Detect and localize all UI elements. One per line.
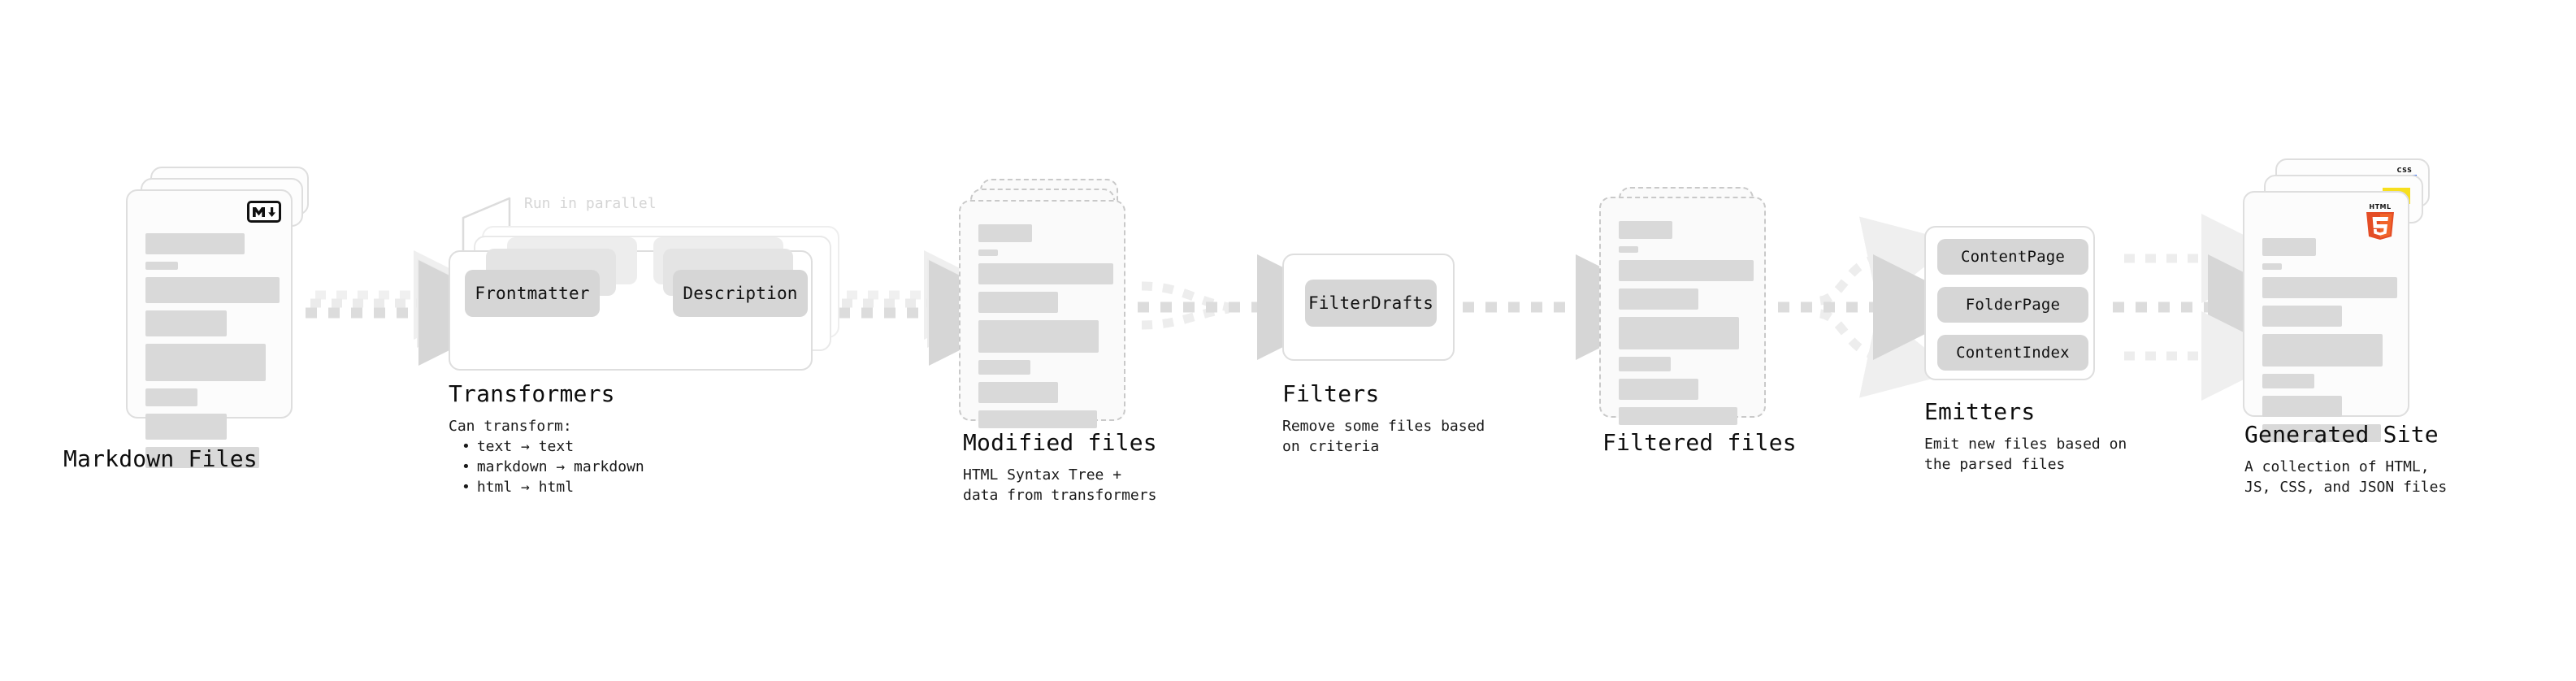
transformer-chip-description[interactable]: Description — [673, 270, 808, 317]
arrow-markdown-to-transformers — [306, 250, 524, 366]
content-bar — [978, 249, 998, 256]
markdown-card-front — [126, 189, 293, 468]
filtered-card-content — [1619, 221, 1754, 432]
content-bar — [978, 410, 1097, 428]
generated-card-content — [2262, 238, 2397, 449]
markdown-badge — [247, 201, 281, 223]
transformers-transform-list: text → text markdown → markdown html → h… — [462, 436, 644, 497]
emitter-chip-contentindex[interactable]: ContentIndex — [1937, 335, 2088, 371]
content-bar — [145, 262, 178, 270]
markdown-files-title: Markdown Files — [63, 445, 258, 472]
generated-site-description: A collection of HTML, JS, CSS, and JSON … — [2244, 458, 2448, 496]
content-bar — [145, 414, 227, 440]
emitters-title: Emitters — [1924, 398, 2036, 425]
modified-card-front — [959, 200, 1125, 428]
emitter-chip-folderpage[interactable]: FolderPage — [1937, 287, 2088, 323]
emitters-description: Emit new files based on the parsed files — [1924, 436, 2127, 473]
modified-card-content — [978, 224, 1113, 436]
content-bar — [1619, 407, 1737, 425]
filter-chip-filterdrafts[interactable]: FilterDrafts — [1305, 280, 1437, 327]
content-bar — [978, 263, 1113, 284]
content-bar — [145, 277, 280, 303]
transformers-title: Transformers — [449, 380, 615, 407]
content-bar — [145, 447, 259, 468]
css-badge-label: CSS — [2396, 167, 2413, 174]
modified-files-card-stack — [959, 179, 1154, 428]
arrow-modified-to-filters — [1138, 254, 1363, 360]
content-bar — [2262, 238, 2316, 256]
filters-description: Remove some files based on criteria — [1282, 418, 1485, 455]
content-bar — [978, 360, 1030, 375]
content-bar — [145, 344, 266, 381]
content-bar — [1619, 221, 1672, 239]
content-bar — [145, 388, 197, 406]
generated-card-front-html: HTML — [2243, 191, 2409, 442]
html5-badge: HTML — [2362, 201, 2398, 241]
emitters-box: ContentPage FolderPage ContentIndex — [1924, 226, 2095, 380]
filtered-files-card-stack — [1599, 187, 1794, 431]
content-bar — [1619, 288, 1698, 310]
transform-item: html → html — [462, 477, 644, 497]
filtered-card-front — [1599, 197, 1766, 425]
transformer-chip-frontmatter[interactable]: Frontmatter — [465, 270, 600, 317]
content-bar — [2262, 334, 2383, 367]
modified-files-title: Modified files — [963, 429, 1157, 456]
content-bar — [978, 320, 1099, 353]
content-bar — [2262, 263, 2282, 270]
content-bar — [978, 224, 1032, 242]
content-bar — [2262, 306, 2342, 327]
generated-site-title: Generated Site — [2244, 421, 2439, 448]
generated-site-card-stack: CSS HTML — [2243, 158, 2454, 442]
modified-files-description: HTML Syntax Tree + data from transformer… — [963, 466, 1157, 504]
transform-item: text → text — [462, 436, 644, 457]
content-bar — [1619, 357, 1671, 371]
arrow-emitters-to-site — [2113, 214, 2314, 401]
content-bar — [2262, 277, 2397, 298]
content-bar — [1619, 246, 1638, 253]
filters-box: FilterDrafts — [1282, 254, 1455, 361]
content-bar — [978, 292, 1058, 313]
content-bar — [2262, 424, 2381, 442]
run-in-parallel-label: Run in parallel — [524, 195, 657, 212]
markdown-files-card-stack — [126, 167, 321, 468]
markdown-card-content — [145, 233, 280, 475]
content-bar — [2262, 374, 2314, 388]
filtered-files-title: Filtered files — [1602, 429, 1797, 456]
content-bar — [145, 233, 245, 254]
content-bar — [1619, 260, 1754, 281]
content-bar — [145, 310, 227, 336]
content-bar — [2262, 396, 2342, 417]
content-bar — [1619, 317, 1739, 349]
transformers-box: Frontmatter Frontmatter Frontmatter Desc… — [449, 237, 813, 371]
content-bar — [1619, 379, 1698, 400]
transform-item: markdown → markdown — [462, 457, 644, 477]
filters-title: Filters — [1282, 380, 1380, 407]
svg-text:HTML: HTML — [2369, 203, 2391, 210]
emitter-chip-contentpage[interactable]: ContentPage — [1937, 239, 2088, 275]
content-bar — [978, 382, 1058, 403]
transformers-can-transform-heading: Can transform: — [449, 418, 572, 435]
